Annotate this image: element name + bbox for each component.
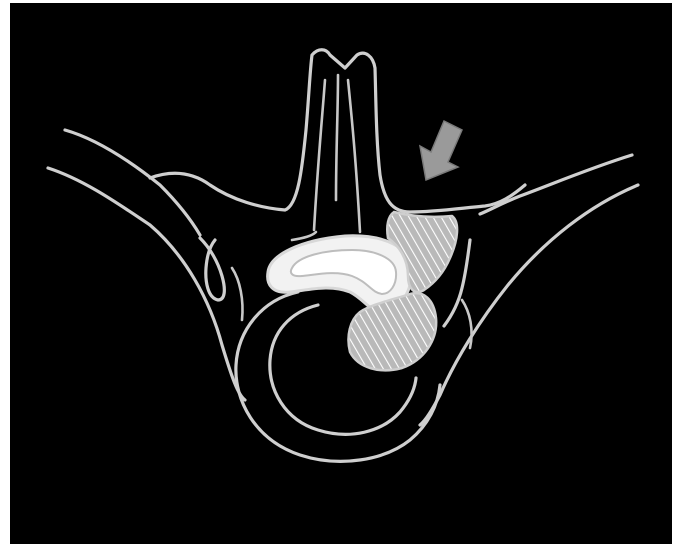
left-facet-joint bbox=[200, 238, 224, 300]
arrow-down-left-icon bbox=[420, 121, 462, 180]
lamina-left bbox=[292, 232, 316, 240]
spinous-inner-right bbox=[348, 80, 360, 232]
hatched-lesion-lower bbox=[348, 293, 436, 370]
right-transverse-process-upper bbox=[480, 155, 632, 214]
spinous-inner-mid bbox=[336, 75, 338, 200]
spinous-inner-left bbox=[314, 80, 325, 230]
left-transverse-process-lower bbox=[48, 168, 245, 400]
left-facet-line bbox=[232, 268, 243, 320]
